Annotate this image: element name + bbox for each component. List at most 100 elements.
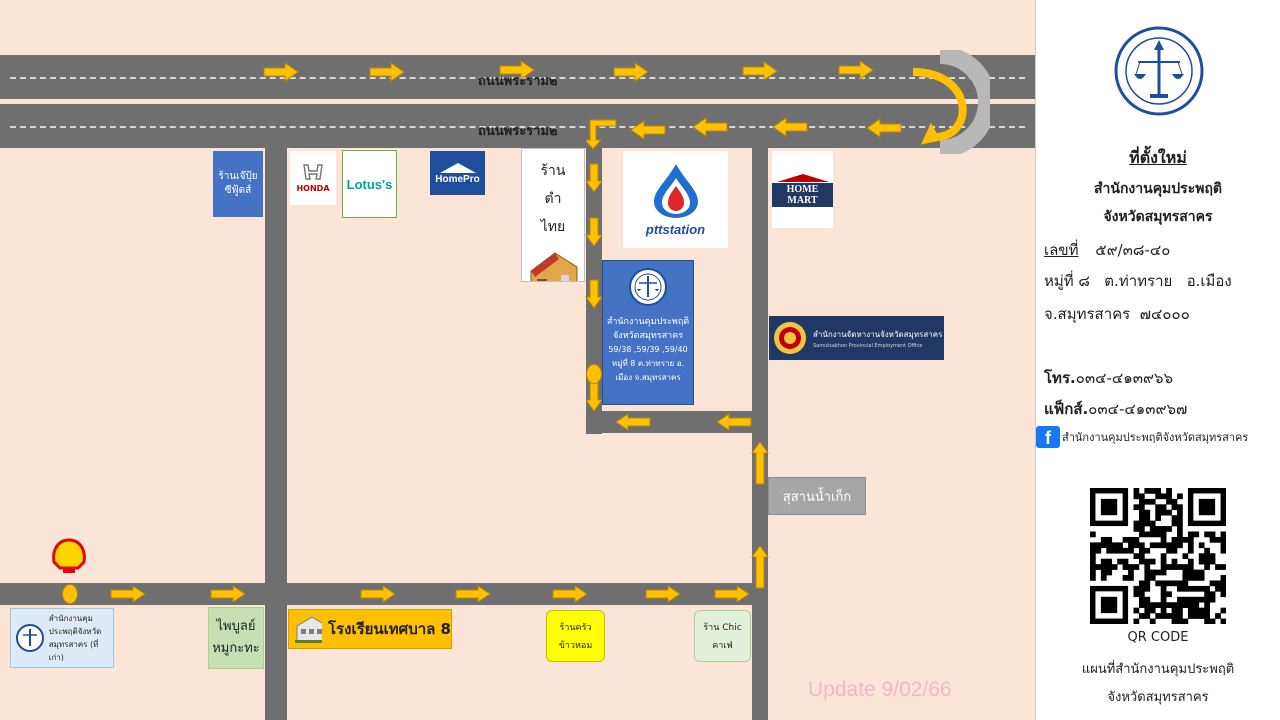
panel-facebook[interactable]: f สำนักงานคุมประพฤติจังหวัดสมุทรสาคร (1036, 426, 1248, 448)
employment-emblem-icon (774, 322, 806, 354)
arrow-left (716, 413, 752, 431)
probation-office-new: สำนักงานคุมประพฤติ จังหวัดสมุทรสาคร 59/3… (602, 260, 694, 405)
arrow-left (772, 117, 808, 137)
homepro-label: HomePro (435, 173, 480, 185)
connector-road (586, 411, 768, 433)
homemart-label: HOME MART (772, 182, 833, 207)
panel-address-line2: หมู่ที่ ๘ ต.ท่าทราย อ.เมือง (1044, 272, 1232, 290)
location-dot-new-office (586, 364, 602, 384)
address-number: ๕๙/๓๘-๔๐ (1095, 241, 1171, 259)
arrow-right (360, 585, 396, 603)
road-label-upper: ถนนพระราม๒ (478, 74, 558, 89)
probation-office-line2: จังหวัดสมุทรสาคร (612, 331, 684, 341)
arrow-right (110, 585, 146, 603)
arrow-right (210, 585, 246, 603)
tamthai-shop-sign: ร้าน ตำไทย (521, 148, 585, 282)
panel-org-line1: สำนักงานคุมประพฤติ (1093, 181, 1223, 197)
lane-divider-lower (10, 126, 1025, 128)
probation-office-line4: หมู่ที่ 8 ต.ท่าทราย อ. (611, 359, 685, 368)
old-office-sign: สำนักงานคุม ประพฤติจังหวัด สมุทรสาคร (ที… (10, 608, 114, 668)
arrow-right (838, 60, 874, 80)
facebook-page-name[interactable]: สำนักงานคุมประพฤติจังหวัดสมุทรสาคร (1062, 431, 1249, 444)
qr-caption-line1: แผนที่สำนักงานคุมประพฤติ (1081, 662, 1235, 677)
arrow-right (714, 585, 750, 603)
school-sign: โรงเรียนเทศบาล 8 (288, 609, 452, 649)
lotus-label: Lotus's (346, 176, 393, 192)
cafe-line2: คาเฟ่ (712, 641, 733, 651)
lane-divider-upper (10, 77, 1025, 79)
map-area: ถนนพระราม๒ ถนนพระราม๒ (0, 0, 1036, 720)
homemart-roof-icon (776, 173, 829, 182)
address-label: เลขที่ (1044, 241, 1079, 259)
phaibun-label: ไพบูลย์ หมูกะทะ (212, 619, 260, 656)
restaurant-sign: ร้านครัว ข้าวหอม (546, 610, 605, 662)
shell-logo-icon (52, 538, 86, 573)
restaurant-line2: ข้าวหอม (558, 641, 593, 651)
panel-org-line2: จังหวัดสมุทรสาคร (1103, 209, 1213, 225)
phaibun-sign: ไพบูลย์ หมูกะทะ (208, 607, 264, 669)
cafe-sign: ร้าน Chic คาเฟ่ (694, 610, 751, 662)
seafood-shop-label: ร้านเจ๊ปุ้ย ซีฟู้ดส์ (218, 171, 258, 196)
honda-label: HONDA (296, 183, 330, 193)
update-date-text: Update 9/02/66 (808, 678, 952, 701)
arrow-left (866, 118, 902, 138)
seafood-shop-sign: ร้านเจ๊ปุ้ย ซีฟู้ดส์ (213, 151, 263, 217)
panel-fax: แฟ็กส์.๐๓๔-๔๑๓๙๖๗ (1044, 397, 1187, 421)
honda-h-icon (303, 163, 323, 180)
probation-office-line3: 59/38 ,59/39 ,59/40 (608, 345, 688, 354)
arrow-left (692, 117, 728, 137)
ptt-station-logo: pttstation (623, 151, 728, 248)
honda-logo: HONDA (290, 151, 336, 205)
panel-address-line1: เลขที่ ๕๙/๓๘-๔๐ (1044, 238, 1170, 262)
panel-address-line3: จ.สมุทรสาคร ๗๔๐๐๐ (1044, 305, 1190, 323)
side-road-right (752, 148, 768, 720)
school-building-icon (295, 616, 322, 643)
arrow-left (630, 120, 666, 140)
homemart-logo: HOME MART (772, 151, 833, 228)
cemetery-sign: สุสานน้ำเก็ก (768, 477, 866, 515)
shop-building-icon (530, 252, 578, 281)
ptt-label: pttstation (645, 222, 706, 237)
arrow-down (585, 279, 603, 309)
cemetery-label: สุสานน้ำเก็ก (782, 489, 852, 505)
probation-office-line5: เมือง จ.สมุทรสาคร (615, 373, 681, 382)
arrow-right (742, 61, 778, 81)
homepro-logo: HomePro (430, 151, 485, 195)
arrow-left (615, 413, 651, 431)
school-label: โรงเรียนเทศบาล 8 (328, 620, 451, 638)
location-dot-old-office (62, 584, 78, 604)
ptt-flame-icon (653, 164, 698, 218)
lotus-logo: Lotus's (342, 150, 397, 218)
arrow-down (585, 163, 603, 193)
probation-office-line1: สำนักงานคุมประพฤติ (606, 317, 690, 327)
fax-label: แฟ็กส์. (1044, 400, 1089, 418)
arrow-right (499, 60, 535, 80)
old-office-line1: สำนักงานคุม (48, 614, 93, 623)
arrow-down (585, 217, 603, 247)
probation-emblem-icon (629, 268, 667, 306)
road-label-lower: ถนนพระราม๒ (478, 124, 558, 139)
restaurant-line1: ร้านครัว (559, 623, 592, 633)
panel-phone: โทร.๐๓๔-๔๑๓๙๖๖ (1044, 366, 1173, 390)
phone-number: ๐๓๔-๔๑๓๙๖๖ (1075, 369, 1174, 387)
arrow-right (369, 62, 405, 82)
turn-down-arrow (586, 119, 617, 150)
arrow-right (645, 585, 681, 603)
qr-code-label: QR CODE (1127, 630, 1189, 645)
tamthai-shop-label: ร้าน ตำไทย (540, 163, 566, 235)
info-panel: ที่ตั้งใหม่ สำนักงานคุมประพฤติ จังหวัดสม… (1036, 0, 1280, 720)
arrow-up (751, 545, 769, 589)
arrow-right (455, 585, 491, 603)
fax-number: ๐๓๔-๔๑๓๙๖๗ (1088, 400, 1188, 418)
old-office-line3: สมุทรสาคร (ที่เก่า) (48, 640, 99, 662)
qr-caption-line2: จังหวัดสมุทรสาคร (1107, 690, 1209, 705)
arrow-right (263, 62, 299, 82)
employment-office-english: Samutsakhon Provincial Employment Office (813, 342, 923, 349)
side-road-left (265, 148, 287, 720)
arrow-up (751, 441, 769, 485)
cafe-line1: ร้าน Chic (703, 623, 742, 633)
arrow-right (552, 585, 588, 603)
arrow-down (585, 382, 603, 412)
arrow-right (613, 62, 649, 82)
employment-office-thai: สำนักงานจัดหางานจังหวัดสมุทรสาคร (813, 329, 943, 339)
